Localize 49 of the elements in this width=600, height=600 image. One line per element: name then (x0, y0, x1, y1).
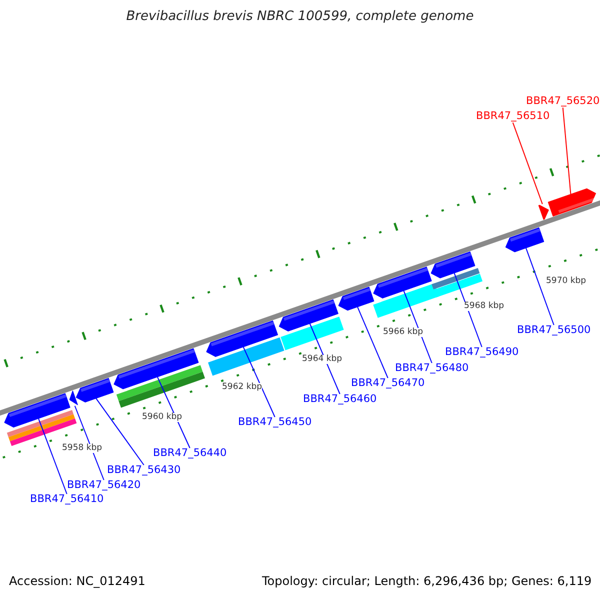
gene-feature (206, 320, 278, 357)
feature-bar (280, 316, 344, 350)
scale-label: 5960 kbp (142, 413, 182, 422)
gene-label: BBR47_56520 (526, 96, 600, 108)
feature-bar (373, 283, 440, 318)
leader-line (403, 290, 432, 364)
feature-bar (116, 365, 205, 408)
leader-line (309, 323, 340, 394)
gene-label: BBR47_56450 (238, 417, 312, 429)
gene-label: BBR47_56500 (517, 325, 591, 337)
gene-feature (373, 266, 432, 298)
scale-label: 5962 kbp (222, 383, 262, 392)
gene-label: BBR47_56490 (445, 347, 519, 359)
leader-line (38, 418, 68, 494)
gene-label: BBR47_56480 (395, 363, 469, 375)
scale-label: 5968 kbp (464, 302, 504, 312)
gene-feature (338, 286, 374, 311)
gene-label: BBR47_56470 (351, 378, 425, 390)
gene-label: BBR47_56460 (303, 394, 377, 406)
gene-label: BBR47_56510 (476, 111, 550, 123)
leader-line (357, 306, 388, 378)
gene-feature (278, 299, 338, 332)
leader-line (96, 398, 144, 466)
leader-line (74, 405, 104, 480)
gene-label: BBR47_56430 (107, 465, 181, 477)
footer-text: Topology: circular; Length: 6,296,436 bp; Genes: 6,119 (262, 575, 592, 588)
gene-feature (114, 348, 199, 390)
scale-label: 5966 kbp (383, 328, 424, 338)
leader-line (562, 107, 572, 195)
leader-line (512, 122, 543, 205)
leader-line (454, 272, 482, 348)
gene-feature (4, 393, 70, 428)
gene-feature (505, 227, 544, 252)
gene-feature (430, 251, 476, 278)
gene-feature (548, 188, 598, 217)
footer-text: Accession: NC_012491 (9, 575, 146, 588)
leader-line (525, 248, 554, 326)
feature-bar (432, 268, 482, 298)
gene-label: BBR47_56440 (153, 448, 227, 460)
feature-bar (208, 337, 284, 376)
gene-feature (538, 204, 551, 220)
gene-label: BBR47_56410 (30, 494, 104, 506)
scale-label: 5958 kbp (62, 444, 102, 454)
leader-line (242, 346, 276, 418)
gene-label: BBR47_56420 (67, 480, 141, 492)
diagram-title: Brevibacillus brevis NBRC 100599, complete genome (125, 10, 475, 24)
scale-label: 5964 kbp (302, 355, 342, 364)
leader-line (156, 376, 190, 448)
scale-label: 5970 kbp (546, 277, 586, 286)
